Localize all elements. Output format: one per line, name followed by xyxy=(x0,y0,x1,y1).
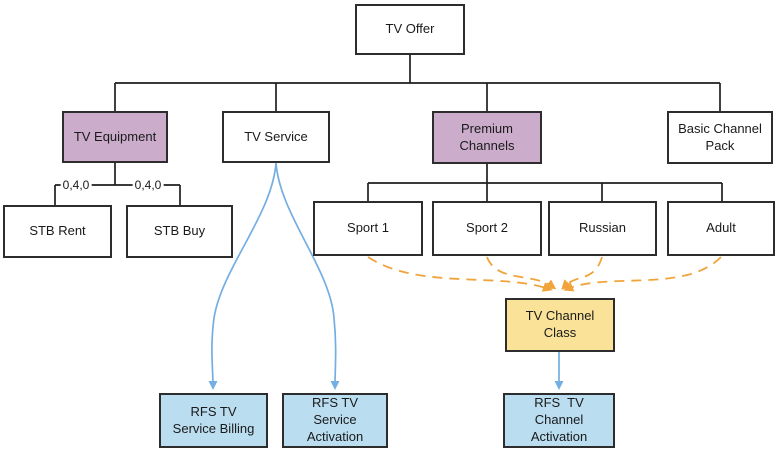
arrow-adult-to-channel-class xyxy=(563,256,722,292)
arrow-tv-service-to-activation xyxy=(275,162,340,390)
node-basic-channel-pack: Basic Channel Pack xyxy=(667,111,773,164)
node-russian-label: Russian xyxy=(579,220,626,236)
arrow-sport2-to-channel-class xyxy=(486,256,557,290)
node-tv-service-label: TV Service xyxy=(244,128,308,144)
node-sport-2-label: Sport 2 xyxy=(466,220,508,236)
arrow-russian-to-channel-class xyxy=(561,256,603,290)
node-adult: Adult xyxy=(667,201,775,256)
node-basic-channel-pack-label: Basic Channel Pack xyxy=(678,120,762,153)
node-tv-channel-class-label: TV Channel Class xyxy=(525,308,595,340)
node-russian: Russian xyxy=(548,201,657,256)
node-tv-equipment-label: TV Equipment xyxy=(73,128,157,144)
tree-connector-offer-to-children xyxy=(114,55,721,111)
node-rfs-tv-service-activation-label: RFS TV Service Activation xyxy=(306,395,364,444)
node-premium-channels: Premium Channels xyxy=(432,111,542,164)
node-rfs-tv-channel-activation-label: RFS TV Channel Activation xyxy=(530,395,588,444)
node-adult-label: Adult xyxy=(706,220,736,236)
arrow-sport1-to-channel-class xyxy=(367,256,553,292)
node-rfs-tv-channel-activation: RFS TV Channel Activation xyxy=(503,393,615,448)
multiplicity-label-stb-rent: 0,4,0 xyxy=(60,178,92,192)
node-tv-equipment: TV Equipment xyxy=(62,111,168,163)
node-stb-buy: STB Buy xyxy=(126,205,233,258)
node-tv-service: TV Service xyxy=(222,111,330,163)
node-tv-offer-label: TV Offer xyxy=(385,21,435,37)
node-stb-rent-label: STB Rent xyxy=(29,223,86,239)
node-rfs-tv-service-billing-label: RFS TV Service Billing xyxy=(172,403,255,436)
node-stb-rent: STB Rent xyxy=(3,205,112,258)
node-tv-offer: TV Offer xyxy=(355,4,465,55)
node-tv-channel-class: TV Channel Class xyxy=(505,298,615,352)
node-sport-2: Sport 2 xyxy=(432,201,542,256)
arrow-tv-service-to-billing xyxy=(208,162,277,390)
node-sport-1-label: Sport 1 xyxy=(347,220,389,236)
node-rfs-tv-service-activation: RFS TV Service Activation xyxy=(282,393,388,448)
tree-connector-premium-to-channels xyxy=(367,164,723,201)
node-premium-channels-label: Premium Channels xyxy=(459,120,515,153)
node-stb-buy-label: STB Buy xyxy=(153,223,206,239)
node-rfs-tv-service-billing: RFS TV Service Billing xyxy=(159,393,268,448)
multiplicity-label-stb-buy: 0,4,0 xyxy=(132,178,164,192)
node-sport-1: Sport 1 xyxy=(313,201,423,256)
tree-connector-equipment-to-stb xyxy=(54,163,181,205)
